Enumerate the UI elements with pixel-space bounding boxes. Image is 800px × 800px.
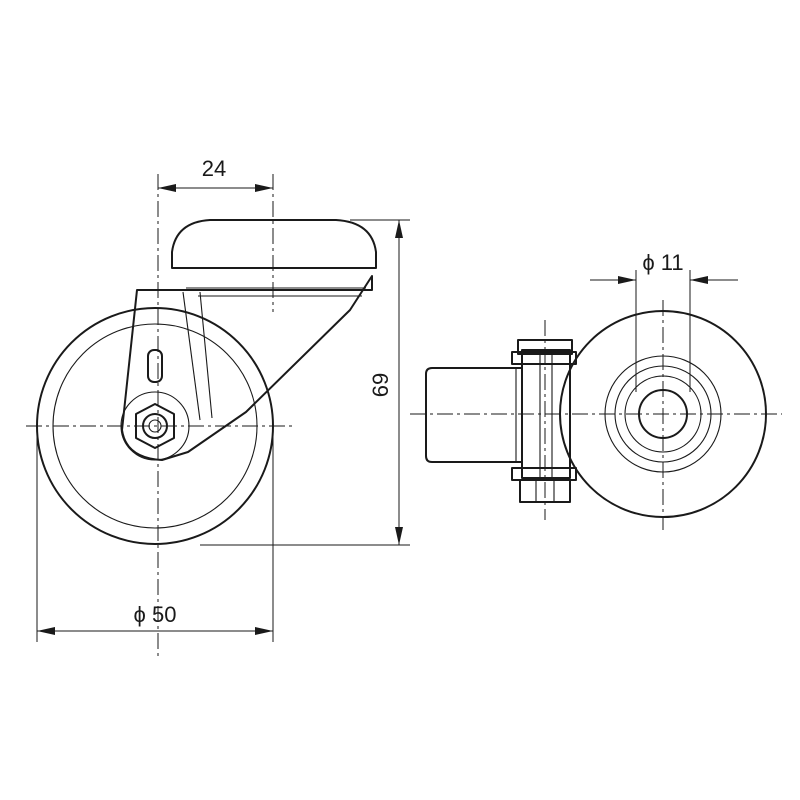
arrowhead [395, 527, 403, 545]
arrowhead [690, 276, 708, 284]
fork-inner-line [182, 291, 201, 421]
axle-nut [135, 403, 175, 449]
stem-side [425, 367, 523, 463]
dimension-69: 69 [200, 219, 410, 546]
dimension-label-wheel-diameter: ϕ 50 [134, 602, 177, 627]
fork-bracket [121, 275, 373, 461]
dimension-24: 24 [158, 156, 273, 192]
dimension-label-height: 69 [368, 373, 393, 397]
arrowhead [395, 220, 403, 238]
arrowhead [158, 184, 176, 192]
side-view [26, 174, 377, 660]
dimension-label-width: 24 [202, 156, 226, 181]
dimension-label-bore-diameter: ϕ 11 [642, 250, 683, 275]
front-view [410, 300, 782, 530]
dimension-diameter-11: ϕ 11 [590, 250, 738, 392]
arrowhead [618, 276, 636, 284]
dimension-diameter-50: ϕ 50 [36, 426, 274, 642]
arrowhead [255, 627, 273, 635]
bracket-slot [147, 349, 163, 383]
mounting-cap [171, 219, 377, 269]
arrowhead [255, 184, 273, 192]
arrowhead [37, 627, 55, 635]
washer-top [511, 351, 577, 365]
fork-inner-line-2 [199, 291, 213, 419]
